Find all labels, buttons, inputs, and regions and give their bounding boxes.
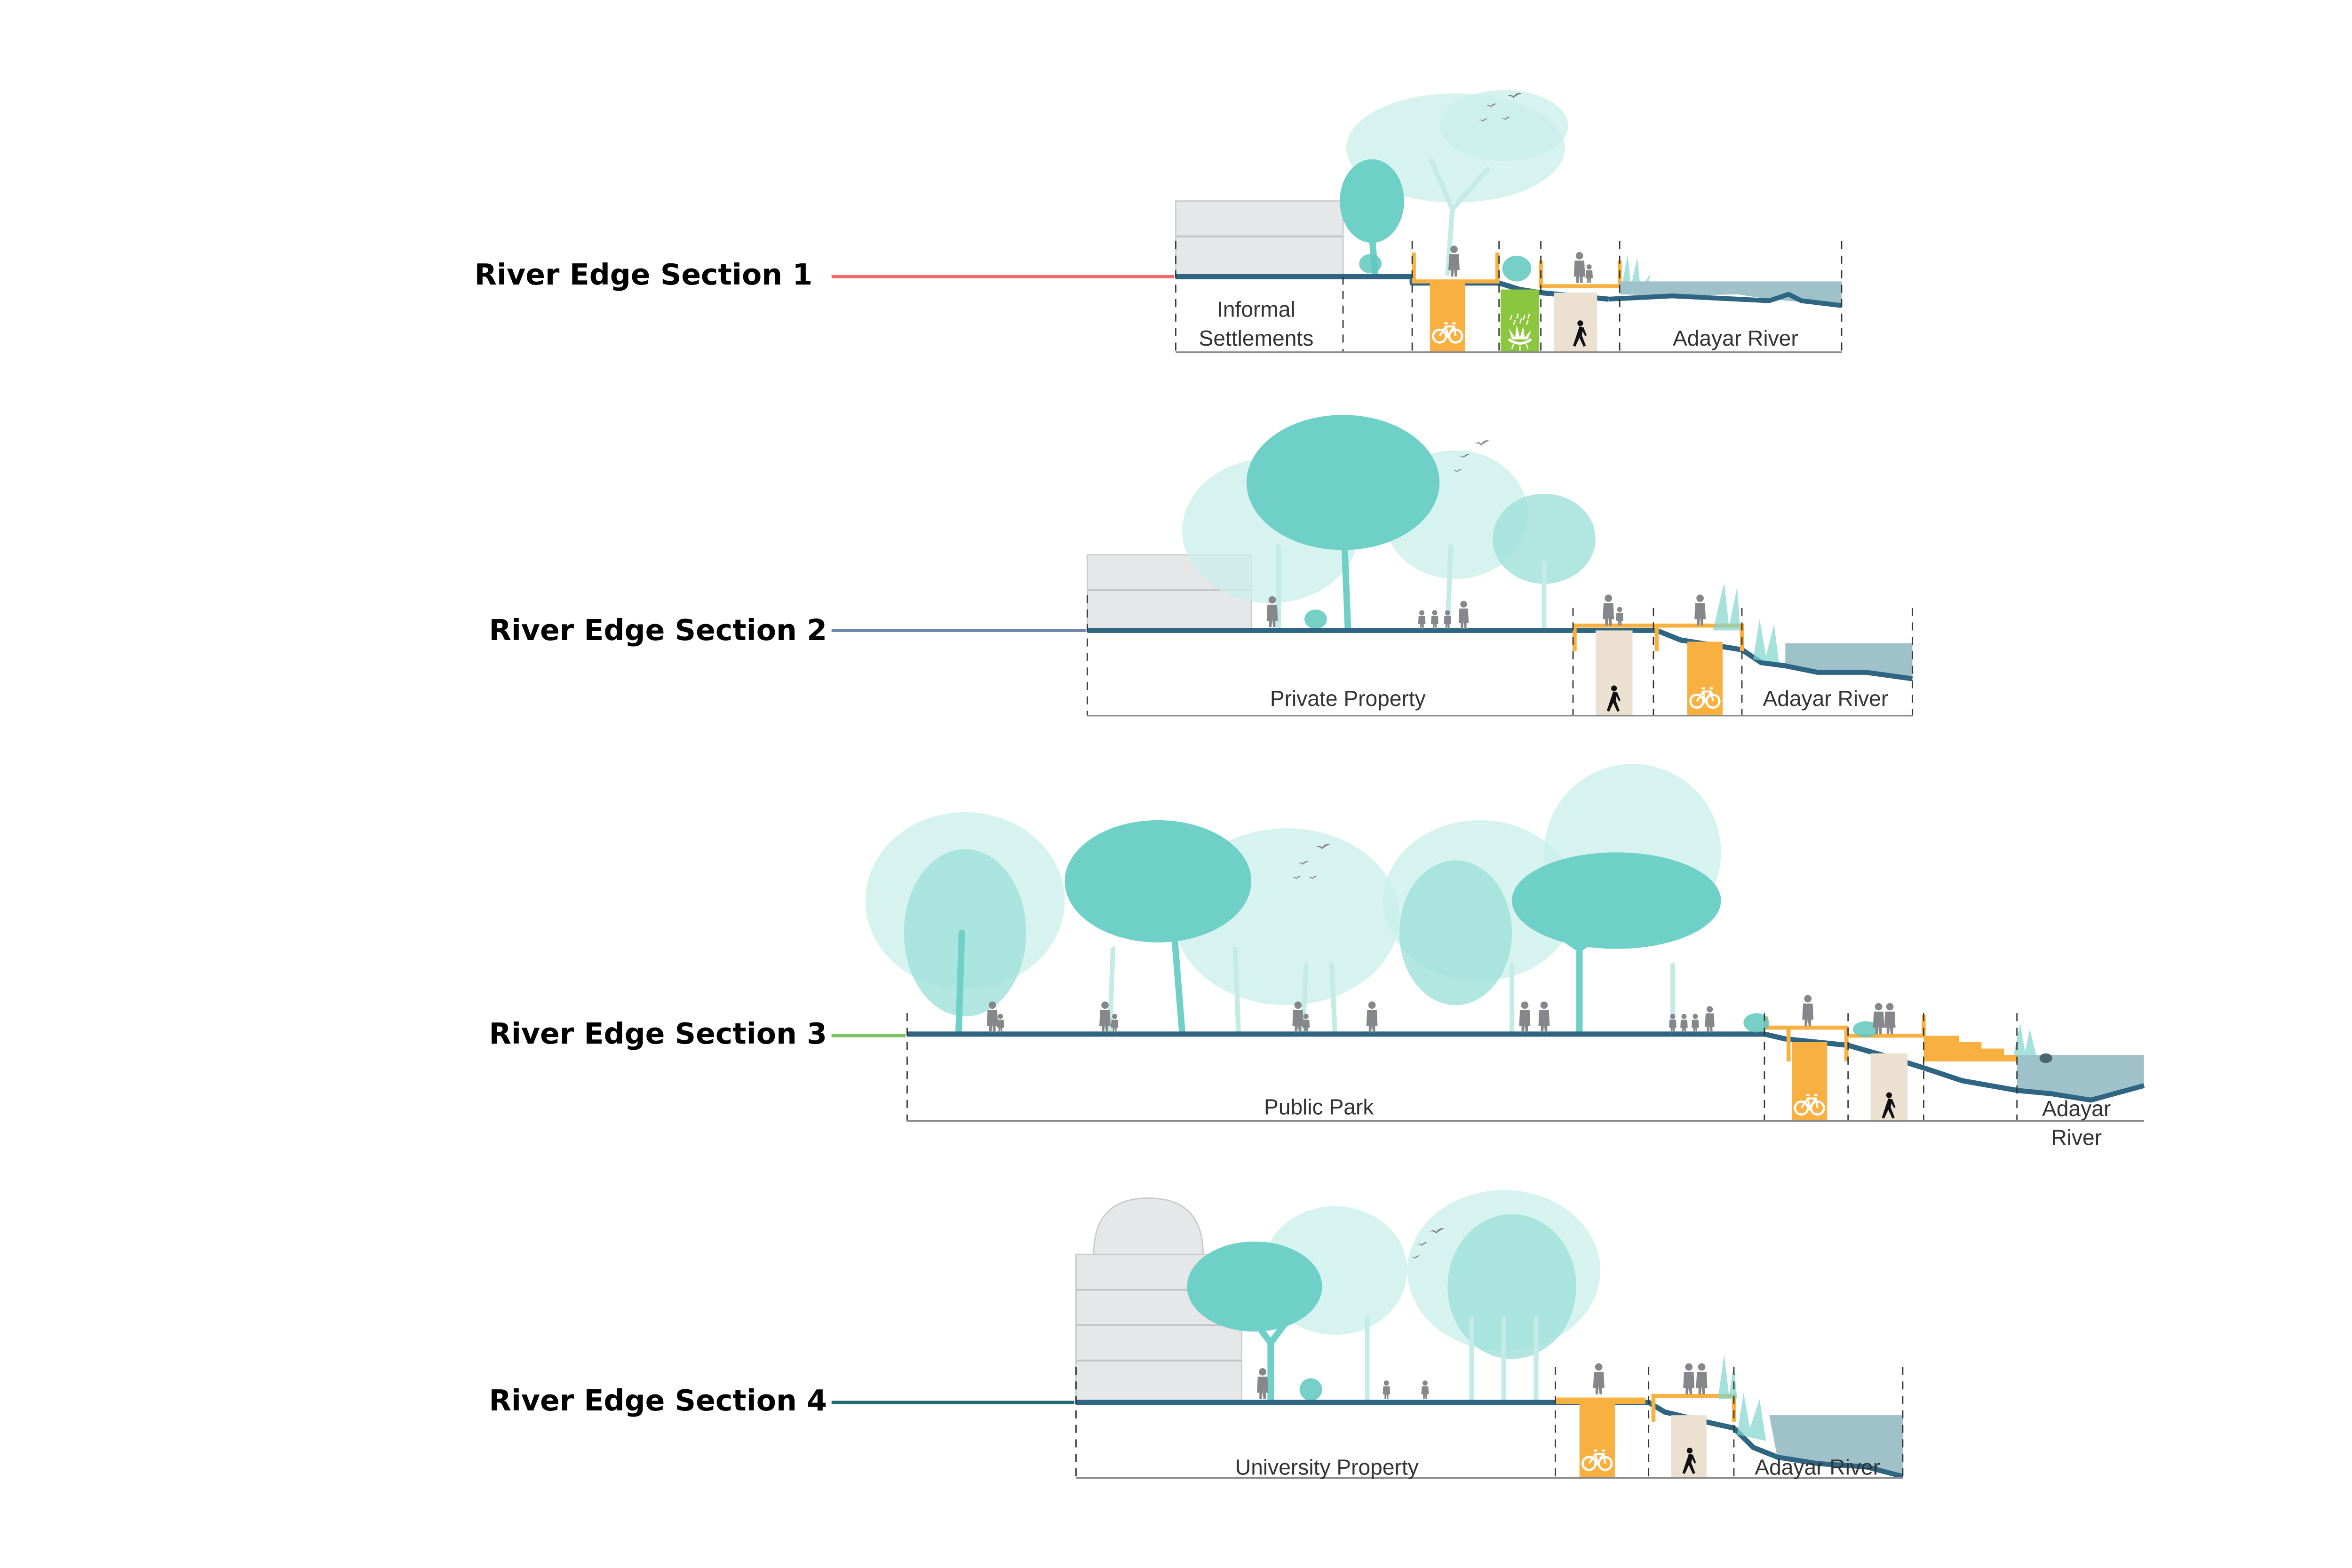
riverbed-line xyxy=(1752,1445,1904,1479)
cyclist-silhouette xyxy=(1593,1363,1605,1394)
zone-label-adayar-river-line1: Adayar xyxy=(2042,1096,2111,1121)
reeds xyxy=(1713,582,1740,631)
river-water xyxy=(1785,643,1913,677)
zone-dividers xyxy=(1075,1367,1904,1478)
section-4: River Edge Section 4 xyxy=(489,1190,1904,1480)
tree-canopy-1 xyxy=(1340,90,1568,277)
couple-silhouette xyxy=(1884,1003,1896,1034)
informal-settlement-building xyxy=(1175,200,1344,277)
cycle-deck xyxy=(1412,252,1500,284)
child-silhouette xyxy=(1705,1006,1715,1033)
river-water xyxy=(2017,1055,2144,1099)
adult-silhouette xyxy=(1573,252,1585,283)
zone-label-adayar-river: Adayar River xyxy=(1763,686,1888,711)
river-rock xyxy=(2039,1053,2052,1063)
walker-silhouette xyxy=(1421,1380,1429,1399)
tree-canopy-4 xyxy=(1187,1190,1601,1402)
bioswale-grass xyxy=(1502,255,1532,282)
reeds xyxy=(1753,619,1779,663)
zone-dividers xyxy=(1175,241,1843,352)
zone-label-private-property: Private Property xyxy=(1270,686,1426,711)
reeds xyxy=(1737,1393,1766,1441)
zone-label-university-property: University Property xyxy=(1235,1455,1419,1480)
cyclist-silhouette xyxy=(1694,594,1706,626)
zone-label-informal-settlements-line2: Settlements xyxy=(1199,326,1314,350)
child-silhouette xyxy=(1692,1014,1699,1033)
zone-label-adayar-river-line2: River xyxy=(2051,1125,2102,1150)
bioswale-column xyxy=(1501,289,1540,352)
walker-silhouette xyxy=(1383,1380,1391,1399)
section-3: River Edge Section 3 xyxy=(489,764,2145,1150)
couple-silhouette xyxy=(1538,1001,1550,1033)
riverbed-line xyxy=(1962,1078,2145,1103)
child-silhouette xyxy=(1418,610,1426,629)
grass xyxy=(1743,1013,1770,1033)
couple-silhouette xyxy=(1519,1001,1531,1033)
reeds xyxy=(1717,1354,1737,1399)
walker-silhouette xyxy=(1257,1368,1269,1399)
cycle-track-column xyxy=(1579,1404,1615,1478)
walkway-deck xyxy=(1651,1394,1736,1422)
section-3-title: River Edge Section 3 xyxy=(489,1017,827,1051)
zone-label-informal-settlements-line1: Informal xyxy=(1217,297,1295,322)
child-silhouette xyxy=(1458,601,1469,629)
park-tree-canopy xyxy=(865,764,1721,1036)
grass xyxy=(1852,1021,1879,1037)
child-silhouette xyxy=(996,1014,1004,1033)
zone-label-public-park: Public Park xyxy=(1264,1095,1374,1119)
zone-dividers xyxy=(1087,595,1913,716)
riverbed-line xyxy=(1761,660,1913,681)
couple-silhouette xyxy=(1696,1363,1708,1394)
zone-label-adayar-river: Adayar River xyxy=(1673,326,1798,350)
section-1: River Edge Section 1 xyxy=(475,90,1843,353)
zone-label-adayar-river: Adayar River xyxy=(1755,1455,1880,1480)
child-silhouette xyxy=(1616,607,1624,626)
river-water xyxy=(1620,281,1842,306)
section-2-title: River Edge Section 2 xyxy=(489,613,827,647)
zone-dividers xyxy=(906,1013,2018,1121)
reeds xyxy=(2013,1022,2036,1055)
section-4-title: River Edge Section 4 xyxy=(489,1384,827,1418)
section-1-title: River Edge Section 1 xyxy=(475,258,813,292)
adult-silhouette xyxy=(1603,594,1614,626)
riverbed-line xyxy=(1608,292,1842,308)
child-silhouette xyxy=(1680,1014,1688,1033)
cycle-deck xyxy=(1555,1397,1645,1404)
walker-silhouette xyxy=(1366,1001,1378,1033)
walkway-column xyxy=(1671,1415,1707,1478)
child-silhouette xyxy=(1585,264,1593,283)
cyclist-silhouette xyxy=(1802,995,1814,1026)
couple-silhouette xyxy=(1683,1363,1695,1394)
river-steps xyxy=(1923,1036,2017,1061)
child-silhouette xyxy=(1431,610,1438,629)
cycle-track-column xyxy=(1687,641,1723,716)
tree-canopy-2 xyxy=(1182,415,1596,631)
section-2: River Edge Section 2 xyxy=(489,415,1913,717)
